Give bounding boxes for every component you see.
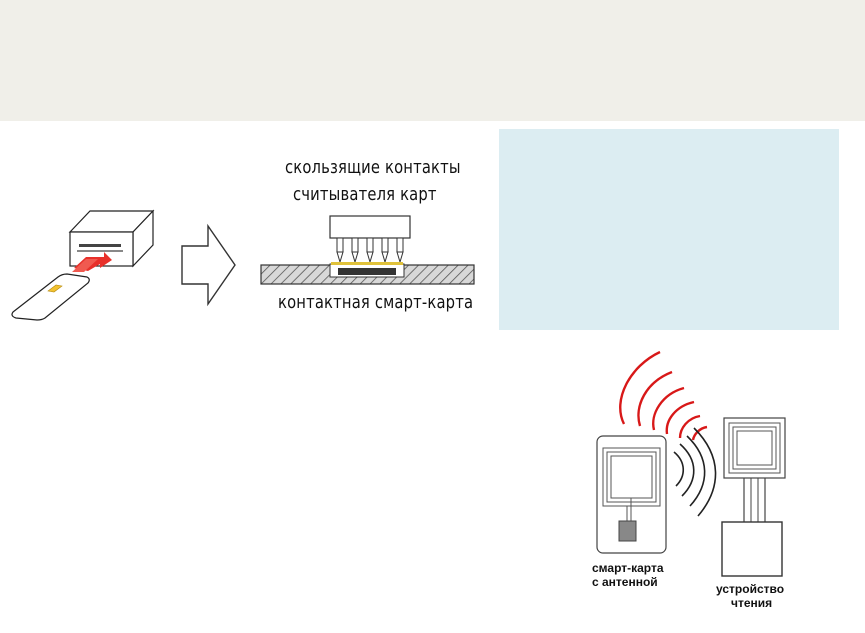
card-reader-icon (68, 209, 155, 268)
info-panel (499, 129, 839, 330)
antenna-card-label-1: смарт-карта (592, 561, 664, 575)
sliding-contacts-label-1: скользящие контакты (285, 157, 461, 178)
reader-contacts-icon (329, 215, 411, 264)
radio-waves-icon (619, 350, 708, 441)
reader-device-icon (721, 417, 786, 577)
contactless-card-icon (596, 435, 667, 554)
reader-label-1: устройство (716, 582, 785, 596)
insert-arrow-icon (72, 252, 112, 272)
contact-smart-card-label: контактная смарт-карта (278, 292, 474, 313)
return-waves-icon (673, 427, 717, 517)
antenna-card-label-2: с антенной (592, 575, 658, 589)
reader-label-2: чтения (731, 596, 773, 610)
sliding-contacts-label-2: считывателя карт (293, 184, 437, 205)
process-arrow-icon (181, 223, 236, 307)
card-cross-section-icon (260, 262, 475, 285)
header-band (0, 0, 865, 121)
smart-card-icon (11, 273, 90, 321)
